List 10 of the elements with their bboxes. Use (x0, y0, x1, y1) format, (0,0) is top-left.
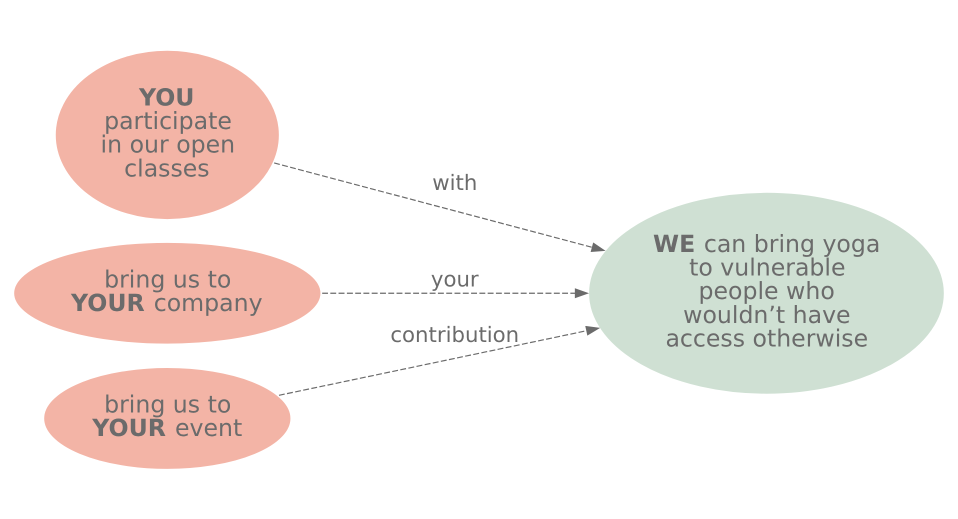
node-ellipse: YOU participate in our open classes (53, 48, 282, 221)
node-ellipse: bring us to YOUR event (42, 365, 293, 471)
node-ellipse: bring us to YOUR company (12, 240, 323, 346)
edge-label: contribution (390, 322, 520, 348)
edge-label: your (430, 267, 479, 292)
arrow (278, 325, 600, 396)
arrow (322, 288, 590, 298)
node-ellipse: WE can bring yoga to vulnerable people who wouldn’t have access otherwise (586, 190, 946, 396)
edge-label: with (432, 170, 478, 196)
arrow (274, 162, 606, 252)
